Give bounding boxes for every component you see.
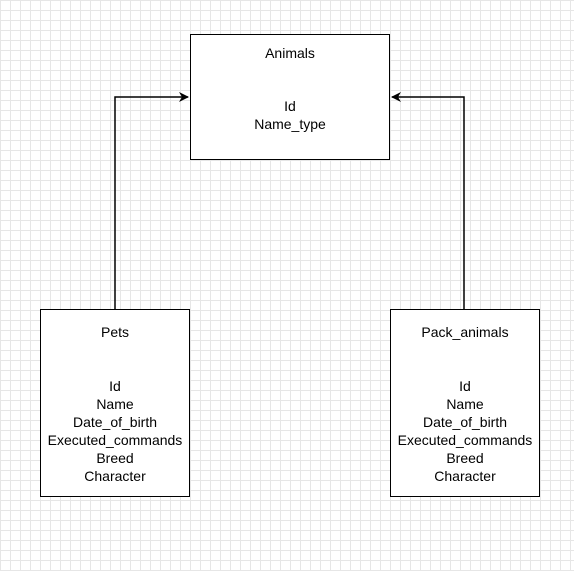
pack-animals-field-date-of-birth: Date_of_birth: [422, 414, 508, 430]
pets-entity-title: Pets: [100, 324, 129, 340]
pack-animals-field-breed: Breed: [446, 450, 484, 466]
pack-animals-field-executed-commands: Executed_commands: [397, 432, 533, 448]
pets-field-breed: Breed: [96, 450, 134, 466]
animals-entity-title: Animals: [265, 45, 315, 61]
animals-field-id: Id: [284, 98, 296, 114]
pets-field-name: Name: [96, 396, 134, 412]
pets-field-character: Character: [84, 468, 146, 484]
pets-field-date-of-birth: Date_of_birth: [72, 414, 158, 430]
animals-field-name-type: Name_type: [254, 116, 326, 132]
pets-entity-box[interactable]: Pets Id Name Date_of_birth Executed_comm…: [40, 309, 190, 497]
pets-entity-fields: Id Name Date_of_birth Executed_commands …: [41, 377, 189, 485]
pack-animals-field-name: Name: [446, 396, 484, 412]
animals-entity-fields: Id Name_type: [191, 97, 389, 133]
pets-field-executed-commands: Executed_commands: [47, 432, 183, 448]
edge-pack-animals-to-animals[interactable]: [391, 92, 465, 309]
edge-pets-to-animals[interactable]: [114, 92, 189, 309]
pets-field-id: Id: [109, 378, 121, 394]
animals-entity-box[interactable]: Animals Id Name_type: [190, 34, 390, 160]
pack-animals-field-id: Id: [459, 378, 471, 394]
pack-animals-entity-box[interactable]: Pack_animals Id Name Date_of_birth Execu…: [390, 309, 540, 497]
pack-animals-entity-title: Pack_animals: [421, 324, 509, 340]
pack-animals-field-character: Character: [434, 468, 496, 484]
pack-animals-entity-fields: Id Name Date_of_birth Executed_commands …: [391, 377, 539, 485]
